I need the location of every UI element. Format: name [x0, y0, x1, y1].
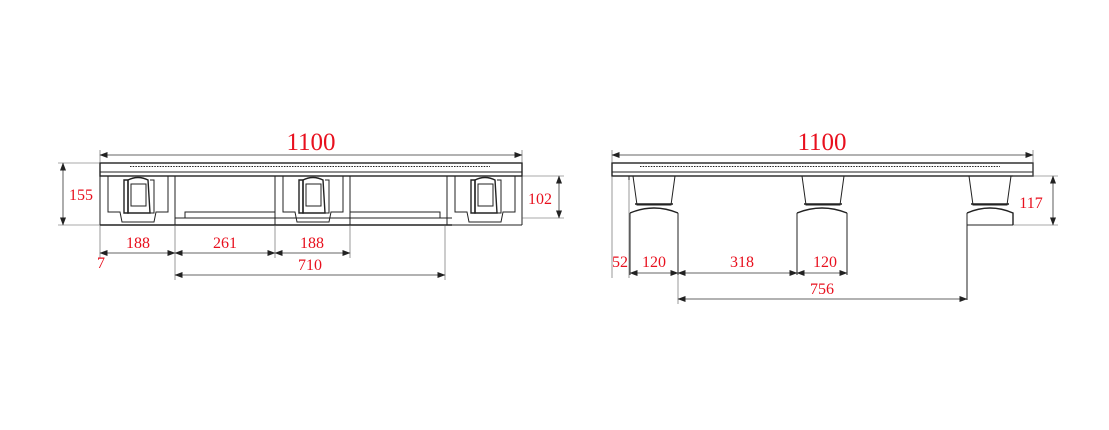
left-view: 1100 155 102 188 261 188 7 710 [58, 129, 564, 280]
left-block-3 [446, 176, 523, 226]
left-span-total-label: 710 [298, 257, 322, 274]
left-inner-height-label: 102 [528, 191, 552, 208]
left-span-b-label: 261 [213, 235, 237, 252]
left-height-label: 155 [69, 187, 93, 204]
right-width-label: 1100 [797, 129, 846, 156]
right-top-deck [611, 162, 1034, 177]
right-view: 1100 117 52 120 318 120 756 [611, 129, 1058, 304]
left-block-1 [99, 176, 176, 225]
left-span-c-label: 188 [300, 235, 324, 252]
left-span-a-label: 188 [126, 235, 150, 252]
right-leg-3 [966, 175, 1014, 300]
left-width-label: 1100 [286, 129, 335, 156]
right-span-a-label: 120 [642, 254, 666, 271]
right-span-b-label: 318 [730, 254, 754, 271]
right-height-label: 117 [1019, 195, 1042, 212]
left-block-2 [274, 176, 351, 225]
right-offset-label: 52 [612, 254, 628, 271]
right-leg-2 [796, 175, 848, 275]
left-offset-label: 7 [97, 255, 105, 272]
right-span-c-label: 120 [813, 254, 837, 271]
right-span-total-label: 756 [810, 281, 834, 298]
left-top-deck [99, 162, 523, 177]
right-leg-1 [628, 175, 679, 275]
